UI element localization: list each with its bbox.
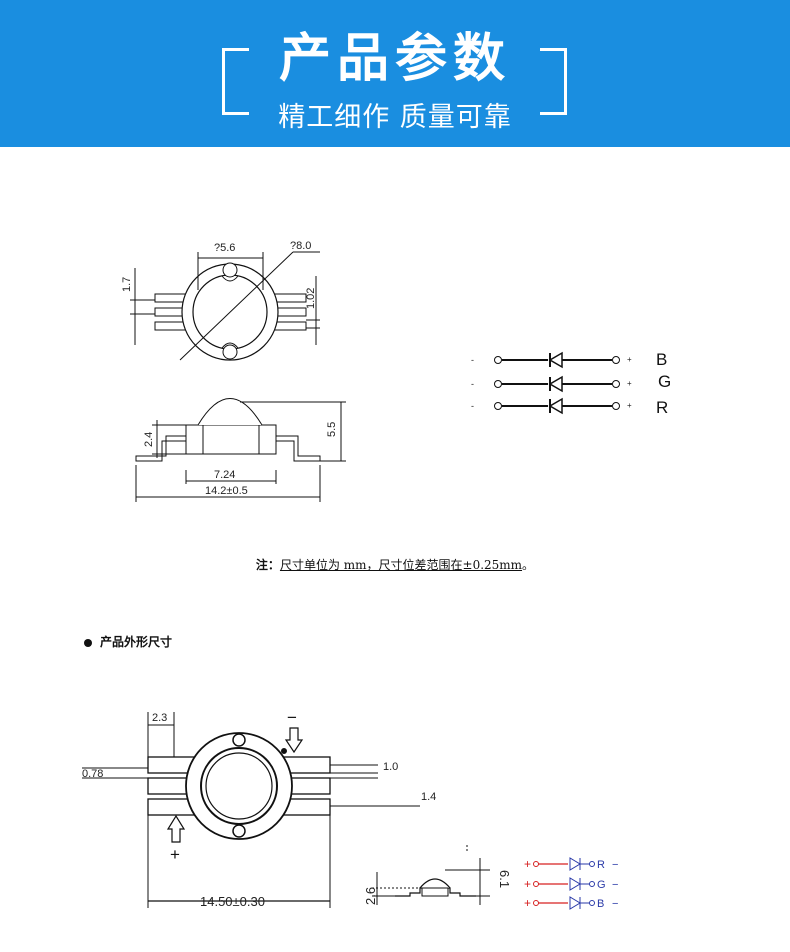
dim-b: 0.78: [82, 768, 103, 780]
schematic-plus-3: +: [627, 401, 632, 410]
schematic2-label-b: B: [597, 898, 604, 910]
bracket-left-top: [222, 48, 249, 75]
dim-side-h1: 2.6: [363, 887, 378, 905]
dim-total-width: 14.2±0.5: [205, 485, 248, 497]
schematic-label-r: R: [656, 398, 668, 417]
section-title-text: 产品外形尺寸: [100, 635, 173, 649]
top-view-drawing: [130, 251, 320, 361]
schematic-minus-1: -: [471, 355, 474, 365]
top-schematic: [494, 351, 620, 415]
schematic-plus-1: +: [627, 355, 632, 364]
dim-lens-height: 2.4: [143, 432, 155, 447]
dim-pin-width: 1.02: [305, 288, 317, 309]
banner-subtitle: 精工细作 质量可靠: [278, 102, 512, 133]
schematic-plus-2: +: [627, 379, 632, 388]
dim-diam-inner: ?5.6: [214, 242, 235, 254]
dim-width: 14.50±0.30: [200, 894, 265, 909]
schematic2-minus-2: −: [612, 879, 618, 891]
dim-d: 1.4: [421, 791, 436, 803]
bracket-left-bottom: [222, 70, 249, 115]
bottom-side-drawing: [372, 845, 490, 905]
side-view-drawing: [135, 398, 346, 502]
section-heading: 产品外形尺寸: [84, 633, 172, 650]
schematic2-label-g: G: [597, 879, 606, 891]
bottom-view-drawing: [82, 712, 420, 908]
bullet-icon: [84, 638, 92, 647]
bracket-right-top: [540, 48, 567, 75]
schematic-label-g: G: [658, 372, 671, 391]
schematic-minus-3: -: [471, 401, 474, 411]
dim-a: 2.3: [152, 712, 167, 724]
note-suffix: 。: [522, 558, 535, 572]
schematic2-plus-2: +: [524, 877, 531, 891]
schematic2-minus-3: −: [612, 898, 618, 910]
dim-total-height: 5.5: [326, 422, 338, 437]
note-text: 尺寸单位为 mm，尺寸位差范围在±0.25mm: [279, 558, 523, 572]
dim-body-width: 7.24: [214, 469, 235, 481]
schematic2-plus-3: +: [524, 896, 531, 910]
schematic2-minus-1: −: [612, 859, 618, 871]
header-banner: 产品参数 精工细作 质量可靠: [0, 0, 790, 147]
dimension-note: 注：尺寸单位为 mm，尺寸位差范围在±0.25mm。: [0, 556, 790, 573]
schematic2-label-r: R: [597, 859, 605, 871]
schematic-label-b: B: [656, 350, 667, 369]
banner-title: 产品参数: [278, 29, 511, 89]
minus-marker: −: [287, 708, 297, 727]
dim-side-h2: 6.1: [497, 870, 512, 888]
bracket-right-bottom: [540, 70, 567, 115]
dim-c: 1.0: [383, 761, 398, 773]
plus-marker: +: [170, 845, 180, 864]
bottom-schematic: [533, 857, 595, 910]
schematic-minus-2: -: [471, 379, 474, 389]
dim-diam-outer: ?8.0: [290, 240, 311, 252]
note-prefix: 注：: [255, 558, 280, 572]
schematic2-plus-1: +: [524, 857, 531, 871]
dim-pin-pitch: 1.7: [121, 277, 133, 292]
